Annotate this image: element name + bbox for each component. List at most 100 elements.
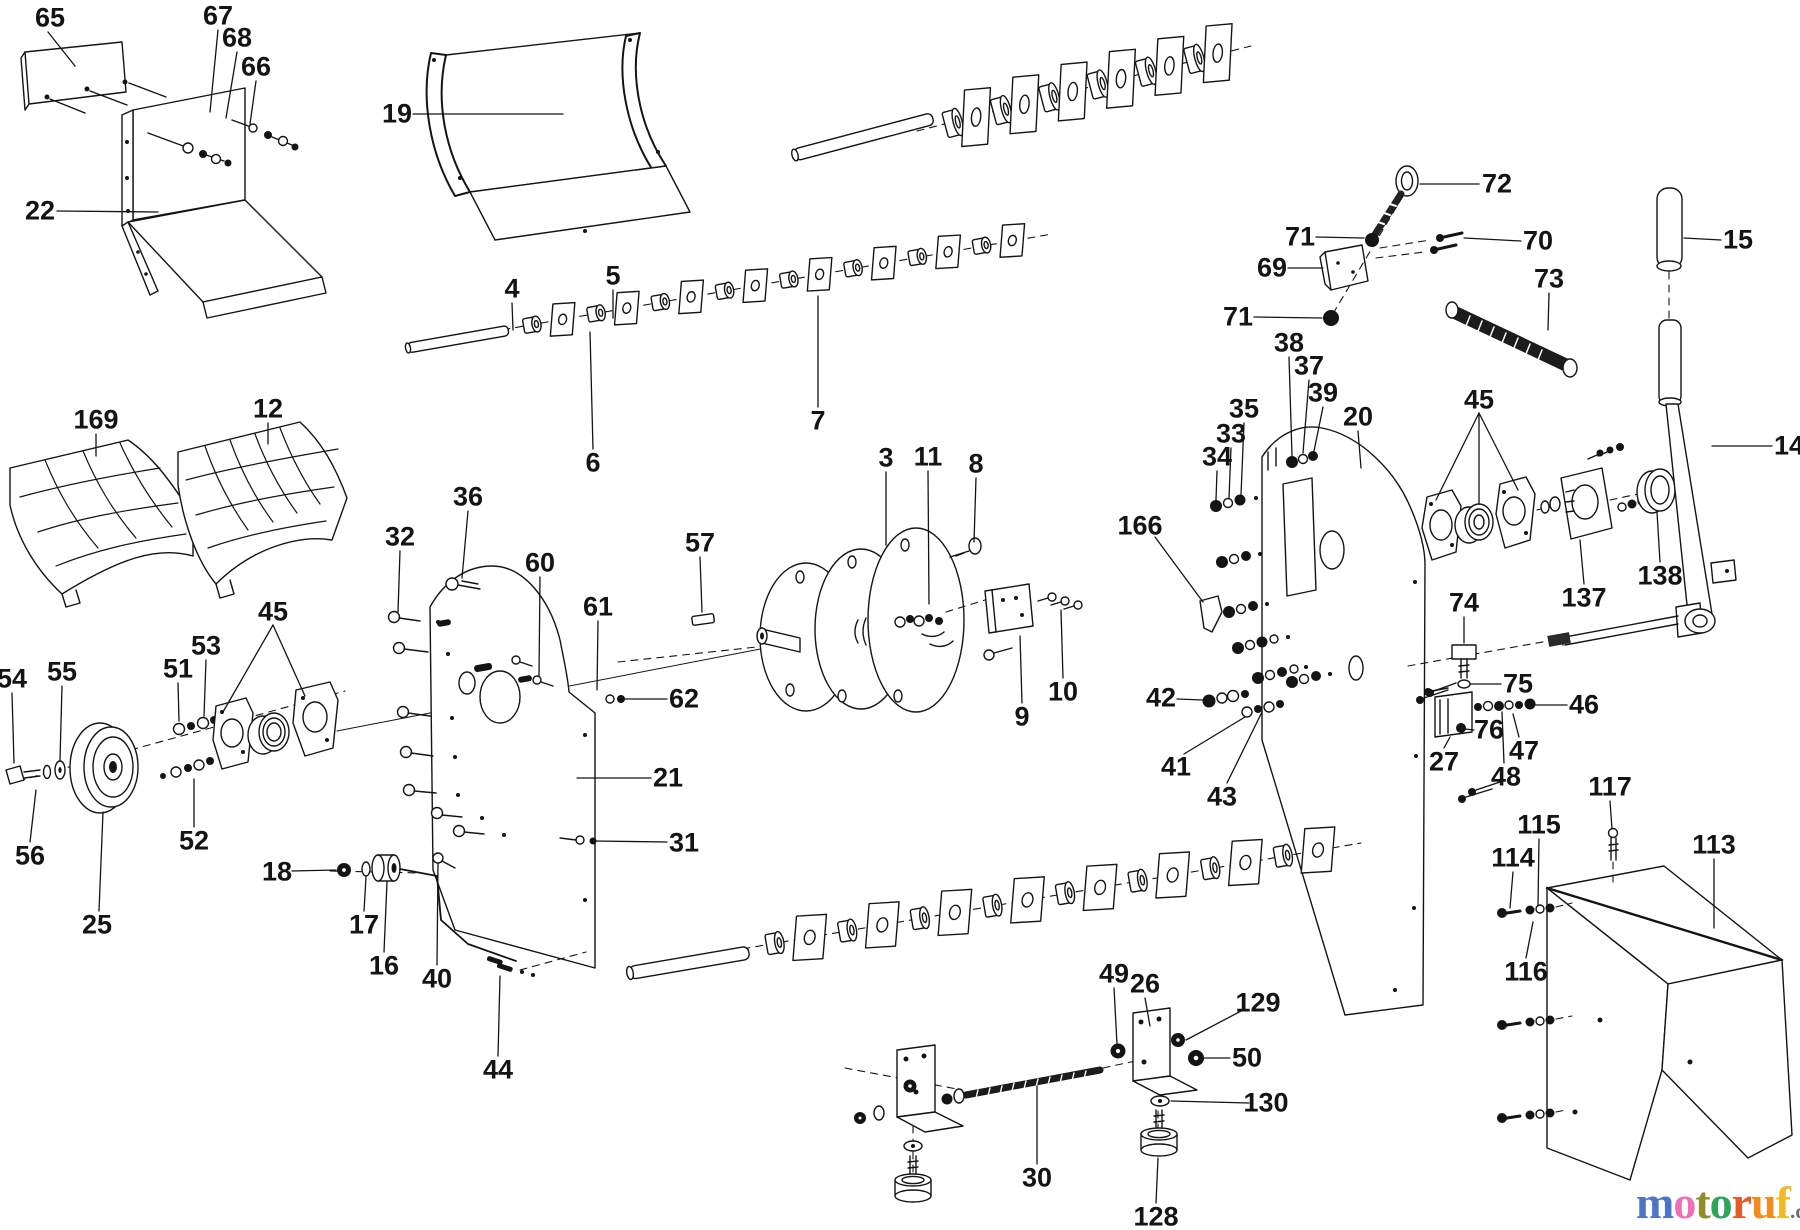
- part-callout-16[interactable]: 16: [368, 950, 400, 981]
- part-callout-35[interactable]: 35: [1228, 393, 1260, 424]
- part-callout-20[interactable]: 20: [1342, 401, 1374, 432]
- part-callout-72[interactable]: 72: [1481, 168, 1513, 199]
- part-callout-117[interactable]: 117: [1588, 771, 1632, 802]
- part-callout-54[interactable]: 54: [0, 663, 28, 694]
- part-callout-114[interactable]: 114: [1491, 842, 1535, 873]
- part-callout-32[interactable]: 32: [384, 521, 416, 552]
- part-callout-47[interactable]: 47: [1508, 735, 1540, 766]
- grate-169: [9, 439, 194, 608]
- part-callout-74[interactable]: 74: [1448, 587, 1480, 618]
- pulley-assembly: [5, 681, 346, 814]
- motoruf-logo[interactable]: motoruf.de: [1636, 1180, 1800, 1226]
- part-callout-18[interactable]: 18: [261, 856, 293, 887]
- part-callout-169[interactable]: 169: [73, 404, 119, 435]
- part-callout-12[interactable]: 12: [252, 393, 284, 424]
- part-callout-41[interactable]: 41: [1160, 751, 1192, 782]
- part-callout-27[interactable]: 27: [1428, 746, 1460, 777]
- part-callout-129[interactable]: 129: [1235, 987, 1281, 1018]
- part-callout-66[interactable]: 66: [240, 51, 272, 82]
- part-callout-14[interactable]: 14: [1773, 430, 1800, 461]
- adjuster-bracket-27: [1424, 687, 1536, 738]
- part-callout-5[interactable]: 5: [605, 260, 621, 291]
- part-callout-50[interactable]: 50: [1231, 1042, 1263, 1073]
- part-callout-73[interactable]: 73: [1533, 263, 1565, 294]
- logo-word: motoruf: [1636, 1177, 1791, 1228]
- part-callout-3[interactable]: 3: [878, 442, 894, 473]
- foot-assemblies: [844, 1007, 1204, 1203]
- part-callout-138[interactable]: 138: [1637, 560, 1683, 591]
- part-callout-70[interactable]: 70: [1522, 225, 1554, 256]
- part-callout-22[interactable]: 22: [24, 195, 56, 226]
- part-callout-33[interactable]: 33: [1215, 418, 1247, 449]
- part-callout-62[interactable]: 62: [668, 683, 700, 714]
- bearing-flange-set: [1421, 443, 1676, 561]
- part-callout-52[interactable]: 52: [178, 825, 210, 856]
- part-callout-36[interactable]: 36: [452, 481, 484, 512]
- part-callout-113[interactable]: 113: [1692, 829, 1736, 860]
- part-callout-25[interactable]: 25: [81, 909, 113, 940]
- part-callout-71[interactable]: 71: [1222, 301, 1254, 332]
- part-callout-57[interactable]: 57: [684, 527, 716, 558]
- part-callout-61[interactable]: 61: [582, 591, 614, 622]
- part-callout-26[interactable]: 26: [1129, 968, 1161, 999]
- part-callout-15[interactable]: 15: [1722, 224, 1754, 255]
- part-callout-53[interactable]: 53: [190, 630, 222, 661]
- part-callout-130[interactable]: 130: [1243, 1087, 1289, 1118]
- part-callout-31[interactable]: 31: [668, 827, 700, 858]
- part-callout-115[interactable]: 115: [1517, 809, 1561, 840]
- part-callout-8[interactable]: 8: [968, 448, 984, 479]
- deflector-plate-65: [20, 41, 167, 114]
- part-callout-60[interactable]: 60: [524, 547, 556, 578]
- bracket-22: [121, 87, 327, 319]
- part-callout-19[interactable]: 19: [381, 98, 413, 129]
- part-callout-34[interactable]: 34: [1201, 441, 1233, 472]
- part-callout-21[interactable]: 21: [652, 762, 684, 793]
- part-callout-71[interactable]: 71: [1284, 221, 1316, 252]
- part-callout-9[interactable]: 9: [1014, 701, 1030, 732]
- part-callout-17[interactable]: 17: [348, 909, 380, 940]
- part-callout-38[interactable]: 38: [1273, 327, 1305, 358]
- part-callout-68[interactable]: 68: [221, 22, 253, 53]
- side-plate-21: [387, 565, 625, 969]
- part-callout-10[interactable]: 10: [1047, 676, 1079, 707]
- callout-leader-lines: [11, 29, 1773, 1204]
- chute-19: [425, 32, 691, 241]
- cover-bolts-114-116: [1497, 902, 1573, 1123]
- part-callout-55[interactable]: 55: [46, 656, 78, 687]
- part-callout-128[interactable]: 128: [1133, 1201, 1179, 1230]
- part-callout-69[interactable]: 69: [1256, 252, 1288, 283]
- part-callout-30[interactable]: 30: [1021, 1162, 1053, 1193]
- part-callout-4[interactable]: 4: [504, 273, 520, 304]
- logo-letter-0: m: [1636, 1177, 1674, 1228]
- part-callout-44[interactable]: 44: [482, 1054, 514, 1085]
- part-callout-46[interactable]: 46: [1568, 689, 1600, 720]
- part-callout-76[interactable]: 76: [1473, 714, 1505, 745]
- part-callout-67[interactable]: 67: [202, 0, 234, 31]
- part-callout-11[interactable]: 11: [913, 441, 943, 472]
- part-callout-56[interactable]: 56: [14, 840, 46, 871]
- part-callout-45[interactable]: 45: [1463, 384, 1495, 415]
- part-callout-166[interactable]: 166: [1117, 510, 1163, 541]
- part-callout-45[interactable]: 45: [257, 596, 289, 627]
- part-callout-48[interactable]: 48: [1490, 761, 1522, 792]
- part-callout-49[interactable]: 49: [1098, 958, 1130, 989]
- part-callout-39[interactable]: 39: [1307, 377, 1339, 408]
- part-callout-116[interactable]: 116: [1504, 956, 1548, 987]
- part-callout-43[interactable]: 43: [1206, 781, 1238, 812]
- logo-letter-6: f: [1775, 1177, 1791, 1228]
- part-callout-65[interactable]: 65: [34, 2, 66, 33]
- part-callout-137[interactable]: 137: [1561, 582, 1607, 613]
- part-callout-75[interactable]: 75: [1502, 668, 1534, 699]
- roller-and-clip: [329, 852, 587, 977]
- part-callout-40[interactable]: 40: [421, 963, 453, 994]
- key-57: [691, 613, 716, 626]
- part-callout-7[interactable]: 7: [810, 405, 826, 436]
- logo-letter-5: u: [1751, 1177, 1777, 1228]
- eye-bolt-and-spring: [1319, 165, 1578, 378]
- part-callout-37[interactable]: 37: [1293, 350, 1325, 381]
- part-callout-6[interactable]: 6: [585, 447, 601, 478]
- part-callout-51[interactable]: 51: [162, 653, 194, 684]
- part-callout-42[interactable]: 42: [1145, 682, 1177, 713]
